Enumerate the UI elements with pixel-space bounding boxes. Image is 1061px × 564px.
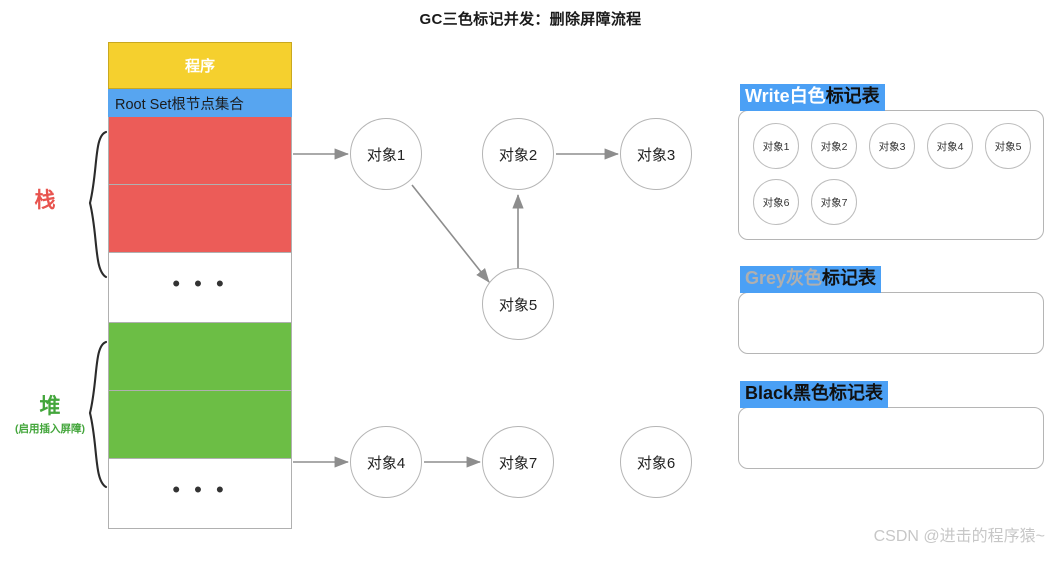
graph-node-obj5[interactable]: 对象5 [482, 268, 554, 340]
graph-node-obj3[interactable]: 对象3 [620, 118, 692, 190]
graph-node-obj6[interactable]: 对象6 [620, 426, 692, 498]
stack-brace [76, 130, 110, 280]
graph-node-obj1[interactable]: 对象1 [350, 118, 422, 190]
graph-node-obj2[interactable]: 对象2 [482, 118, 554, 190]
white-chip[interactable]: 对象1 [753, 123, 799, 169]
grey-table-title: Grey灰色标记表 [740, 266, 882, 293]
white-chip[interactable]: 对象2 [811, 123, 857, 169]
root-set-box: Root Set根节点集合 [108, 89, 292, 117]
ellipsis-text: • • • [172, 271, 228, 297]
white-chip[interactable]: 对象5 [985, 123, 1031, 169]
page-title: GC三色标记并发：删除屏障流程 [419, 11, 642, 28]
grey-table-title-suffix: 标记表 [822, 268, 877, 288]
heap-ellipsis-block: • • • [108, 459, 292, 529]
stack-ellipsis-block: • • • [108, 253, 292, 323]
white-table-title: Write白色标记表 [740, 84, 885, 111]
watermark: CSDN @进击的程序猿~ [873, 528, 1045, 545]
program-box: 程序 [108, 42, 292, 89]
black-table-title: Black黑色标记表 [740, 381, 889, 408]
white-chip[interactable]: 对象6 [753, 179, 799, 225]
white-chip[interactable]: 对象3 [869, 123, 915, 169]
black-table-title-en: Black [745, 383, 794, 403]
heap-block-2 [108, 391, 292, 459]
black-table-body [738, 407, 1044, 469]
heap-label: 堆 (启用插入屏障) [2, 390, 98, 436]
stack-label: 栈 [34, 189, 56, 212]
black-table-title-cn: 黑色 [793, 383, 830, 403]
graph-node-obj4[interactable]: 对象4 [350, 426, 422, 498]
white-chip[interactable]: 对象7 [811, 179, 857, 225]
heap-label-main: 堆 [39, 395, 61, 418]
graph-node-obj7[interactable]: 对象7 [482, 426, 554, 498]
white-chip[interactable]: 对象4 [927, 123, 973, 169]
heap-brace [76, 340, 110, 490]
heap-block-1 [108, 323, 292, 391]
heap-label-sub: (启用插入屏障) [15, 423, 85, 435]
grey-table-title-cn: 灰色 [786, 268, 823, 288]
white-table-body: 对象1 对象2 对象3 对象4 对象5 对象6 对象7 [738, 110, 1044, 240]
black-table-title-suffix: 标记表 [829, 383, 884, 403]
stack-block-1 [108, 117, 292, 185]
stack-block-2 [108, 185, 292, 253]
ellipsis-text-2: • • • [172, 477, 228, 503]
white-table-title-cn: 白色 [789, 86, 826, 106]
white-table-title-en: Write [745, 86, 790, 106]
grey-table-title-en: Grey [745, 268, 787, 288]
white-table-title-suffix: 标记表 [825, 86, 880, 106]
grey-table-body [738, 292, 1044, 354]
white-table-chips: 对象1 对象2 对象3 对象4 对象5 对象6 对象7 [739, 111, 1043, 233]
memory-column: 程序 Root Set根节点集合 • • • • • • [108, 42, 292, 529]
